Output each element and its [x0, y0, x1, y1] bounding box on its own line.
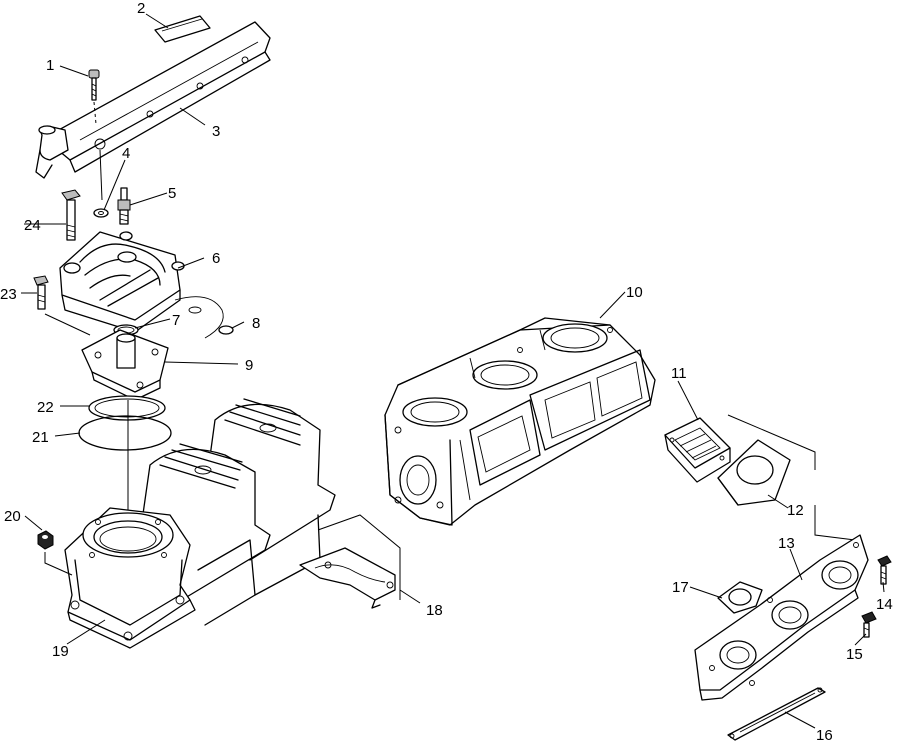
part-21-o-ring [78, 415, 172, 451]
callout-16: 16 [816, 727, 833, 744]
part-20-nut [37, 530, 73, 576]
callout-8: 8 [252, 315, 260, 332]
part-12-spacer [717, 439, 791, 506]
callout-2: 2 [137, 0, 145, 17]
part-24-bolt [61, 189, 81, 241]
callout-5: 5 [168, 185, 176, 202]
callout-17: 17 [672, 579, 689, 596]
part-3-water-manifold [35, 21, 271, 179]
callout-3: 3 [212, 123, 220, 140]
callout-4: 4 [122, 145, 130, 162]
callout-22: 22 [37, 399, 54, 416]
part-6-cylinder-head [59, 231, 185, 333]
part-17-gasket [717, 581, 763, 614]
callout-9: 9 [245, 357, 253, 374]
callout-15: 15 [846, 646, 863, 663]
callout-11: 11 [671, 365, 687, 382]
part-8-o-ring [174, 296, 234, 339]
part-9-combustion-chamber [81, 329, 169, 401]
callout-19: 19 [52, 643, 69, 660]
part-4-washer [93, 208, 109, 218]
part-22-gasket [88, 395, 166, 421]
callout-14: 14 [876, 596, 893, 613]
callout-7: 7 [172, 312, 180, 329]
part-11-reed-valve [664, 417, 731, 483]
part-13-intake-manifold [694, 534, 869, 701]
part-2-decal [154, 15, 211, 43]
callout-1: 1 [46, 57, 54, 74]
part-5-sensor [117, 187, 131, 225]
callout-10: 10 [626, 284, 643, 301]
callout-18: 18 [426, 602, 443, 619]
callout-21: 21 [32, 429, 49, 446]
callout-13: 13 [778, 535, 795, 552]
part-19-cylinder-block [64, 398, 336, 649]
part-10-crankcase [384, 317, 656, 526]
part-14-bolt [877, 555, 892, 585]
callout-12: 12 [787, 502, 804, 519]
leader-lines [21, 13, 885, 729]
part-18-gasket-plate [299, 514, 401, 609]
part-1-screw [88, 69, 100, 125]
callout-20: 20 [4, 508, 21, 525]
part-23-bolt [33, 275, 49, 310]
callout-24: 24 [24, 217, 41, 234]
part-16-strip [727, 687, 826, 741]
part-15-bolt [861, 611, 877, 638]
callout-23: 23 [0, 286, 17, 303]
callout-6: 6 [212, 250, 220, 267]
